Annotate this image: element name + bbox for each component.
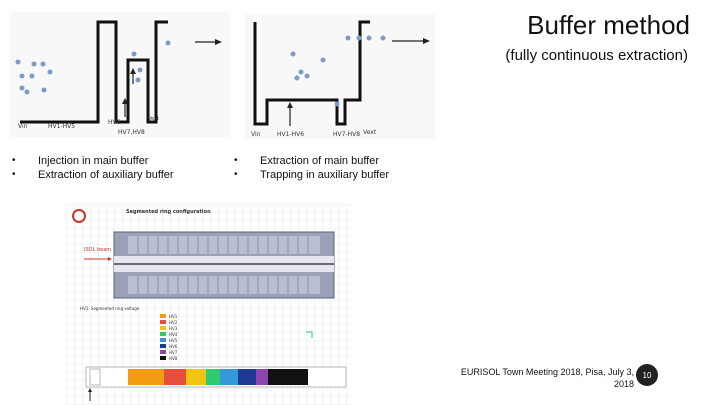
strip-segment-navy (238, 369, 256, 385)
diagram-bg (245, 14, 435, 139)
segmented-ring-figure: Segmented ring configuration ISOL beam H… (66, 204, 351, 405)
label-hv1-hv6: HV1-HV6 (277, 131, 304, 138)
marker-icon (306, 331, 313, 338)
legend-label: HV7 (169, 350, 178, 355)
extraction-arrowhead (423, 38, 430, 44)
label-vext: Vext (363, 129, 377, 136)
legend-swatch (160, 350, 166, 354)
left-bullet-2: Extraction of auxiliary buffer (10, 168, 230, 182)
legend-swatch (160, 332, 166, 336)
trap-lower-rings (128, 276, 320, 294)
left-potential-diagram: Vin HV1-HV5 HV6 Vext HV7,HV8 (10, 12, 230, 137)
strip-segment-violet (256, 369, 268, 385)
footer-citation: EURISOL Town Meeting 2018, Pisa, July 3,… (414, 366, 634, 390)
right-potential-diagram: Vin HV1-HV6 HV7-HV8 Vext (245, 14, 435, 139)
beam-label: ISOL beam (84, 247, 111, 253)
legend-swatch (160, 344, 166, 348)
footer-line-2: 2018 (613, 379, 634, 389)
legend-swatch (160, 314, 166, 318)
label-hv1-hv5: HV1-HV5 (48, 123, 75, 130)
strip-segment-green (206, 369, 220, 385)
figure-header: Segmented ring configuration (126, 209, 211, 215)
strip-segment-black (268, 369, 308, 385)
trap-upper-rings (128, 236, 320, 254)
label-hv7-hv8: HV7,HV8 (118, 129, 145, 136)
strip-segment-blue (220, 369, 238, 385)
label-vin: Vin (251, 131, 261, 138)
legend-swatch (160, 338, 166, 342)
voltage-legend: HV1 HV2 HV3 HV4 HV5 HV6 HV7 HV8 (160, 314, 178, 361)
extraction-arrowhead (215, 39, 222, 45)
slide-title: Buffer method (527, 10, 690, 40)
legend-swatch (160, 356, 166, 360)
right-bullet-list: Extraction of main buffer Trapping in au… (232, 154, 462, 182)
legend-label: HV3 (169, 326, 178, 331)
legend-label: HV5 (169, 338, 178, 343)
footer-line-1: EURISOL Town Meeting 2018, Pisa, July 3, (460, 367, 634, 377)
left-bullet-1: Injection in main buffer (10, 154, 230, 168)
legend-label: HV4 (169, 332, 178, 337)
legend-title: HV1: Segmented ring voltage (80, 306, 140, 311)
diagram-bg (10, 12, 230, 137)
legend-swatch (160, 320, 166, 324)
hv-arrowhead (287, 102, 293, 108)
strip-segment-red (164, 369, 186, 385)
ions-left (15, 40, 171, 95)
right-bullet-2: Trapping in auxiliary buffer (232, 168, 462, 182)
right-bullet-1: Extraction of main buffer (232, 154, 462, 168)
label-vin: Vin (18, 123, 28, 130)
ions-right (290, 35, 386, 107)
aux-arrowhead (130, 68, 136, 74)
left-bullet-list: Injection in main buffer Extraction of a… (10, 154, 230, 182)
label-hv7-hv8: HV7-HV8 (333, 131, 360, 138)
legend-label: HV6 (169, 344, 178, 349)
beam-arrowhead (108, 257, 112, 261)
page-number-badge: 10 (636, 364, 658, 386)
voltage-strip (85, 366, 347, 388)
strip-segment-white (89, 368, 101, 386)
strip-arrowhead (88, 388, 92, 392)
legend-label: HV2 (169, 320, 178, 325)
legend-label: HV8 (169, 356, 178, 361)
legend-swatch (160, 326, 166, 330)
strip-segment-orange (128, 369, 164, 385)
c1-logo-icon (72, 209, 86, 223)
potential-curve (20, 20, 168, 124)
potential-curve (253, 20, 370, 126)
ring-segments (137, 236, 309, 294)
label-vext: Vext (148, 116, 159, 122)
slide-subtitle: (fully continuous extraction) (505, 47, 688, 64)
label-hv6: HV6 (108, 119, 121, 126)
legend-label: HV1 (169, 314, 178, 319)
strip-segment-yellow (186, 369, 206, 385)
hv6-arrowhead (122, 98, 128, 104)
